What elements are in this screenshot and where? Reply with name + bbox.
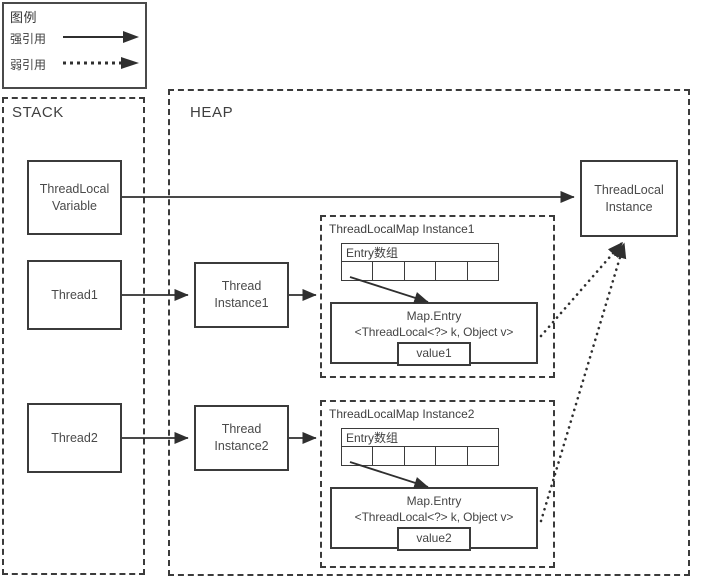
entry-array-cell xyxy=(340,446,374,466)
entry-array-cell xyxy=(466,446,500,466)
entry-array-cell xyxy=(403,261,437,281)
dotted-arrow-icon xyxy=(63,57,139,69)
node-threadlocal-instance-line1: ThreadLocal xyxy=(594,182,664,197)
map-entry-title-1: Map.Entry xyxy=(406,309,462,323)
entry-array-table-2: Entry数组 xyxy=(340,428,500,466)
entry-array-cell xyxy=(466,261,500,281)
entry-array-cell xyxy=(372,261,405,281)
entry-array-cells-row-2 xyxy=(340,446,500,466)
node-thread1: Thread1 xyxy=(27,260,122,330)
entry-array-header-2: Entry数组 xyxy=(341,428,499,447)
node-thread-instance2-line1: Thread xyxy=(221,422,262,436)
node-thread-instance1: Thread Instance1 xyxy=(194,262,289,328)
entry-array-cell xyxy=(435,261,468,281)
heap-region-label: HEAP xyxy=(190,104,234,121)
map-entry-value-2: value2 xyxy=(397,527,471,551)
entry-array-cell xyxy=(403,446,437,466)
stack-region-label: STACK xyxy=(12,104,64,121)
entry-array-header-1: Entry数组 xyxy=(341,243,499,262)
heap-region xyxy=(168,89,690,576)
entry-array-cell xyxy=(435,446,468,466)
node-threadlocal-instance: ThreadLocal Instance xyxy=(580,160,678,237)
map-entry-signature-2: <ThreadLocal<?> k, Object v> xyxy=(354,510,514,524)
legend-label-strong-reference: 强引用 xyxy=(10,32,47,46)
entry-array-header-row-2: Entry数组 xyxy=(341,428,499,447)
entry-array-cell xyxy=(340,261,374,281)
solid-arrow-icon xyxy=(63,31,139,43)
map-entry-box-2: Map.Entry <ThreadLocal<?> k, Object v> v… xyxy=(330,487,538,551)
node-thread2: Thread2 xyxy=(27,403,122,473)
entry-array-table-1: Entry数组 xyxy=(340,243,500,281)
node-thread1-label: Thread1 xyxy=(51,287,98,302)
threadlocalmap-instance1-label: ThreadLocalMap Instance1 xyxy=(329,222,475,236)
node-thread-instance1-line1: Thread xyxy=(221,279,262,293)
node-threadlocal-instance-line2: Instance xyxy=(605,199,653,214)
entry-array-cells-row-1 xyxy=(340,261,500,281)
entry-array-header-row-1: Entry数组 xyxy=(341,243,499,262)
map-entry-value-1: value1 xyxy=(397,342,471,366)
stack-region xyxy=(2,97,145,575)
node-threadlocal-variable-line1: ThreadLocal xyxy=(39,181,110,196)
node-threadlocal-variable: ThreadLocal Variable xyxy=(27,160,122,235)
entry-array-cell xyxy=(372,446,405,466)
map-entry-title-2: Map.Entry xyxy=(406,494,462,508)
threadlocalmap-instance2-label: ThreadLocalMap Instance2 xyxy=(329,407,475,421)
node-thread-instance2-line2: Instance2 xyxy=(214,439,269,453)
node-threadlocal-variable-line2: Variable xyxy=(52,198,97,213)
legend-label-weak-reference: 弱引用 xyxy=(10,58,47,72)
node-thread-instance2: Thread Instance2 xyxy=(194,405,289,471)
map-entry-signature-1: <ThreadLocal<?> k, Object v> xyxy=(354,325,514,339)
legend-title: 图例 xyxy=(10,10,38,25)
node-thread-instance1-line2: Instance1 xyxy=(214,296,269,310)
node-thread2-label: Thread2 xyxy=(51,430,98,445)
map-entry-box-1: Map.Entry <ThreadLocal<?> k, Object v> v… xyxy=(330,302,538,366)
legend-panel xyxy=(2,2,147,89)
